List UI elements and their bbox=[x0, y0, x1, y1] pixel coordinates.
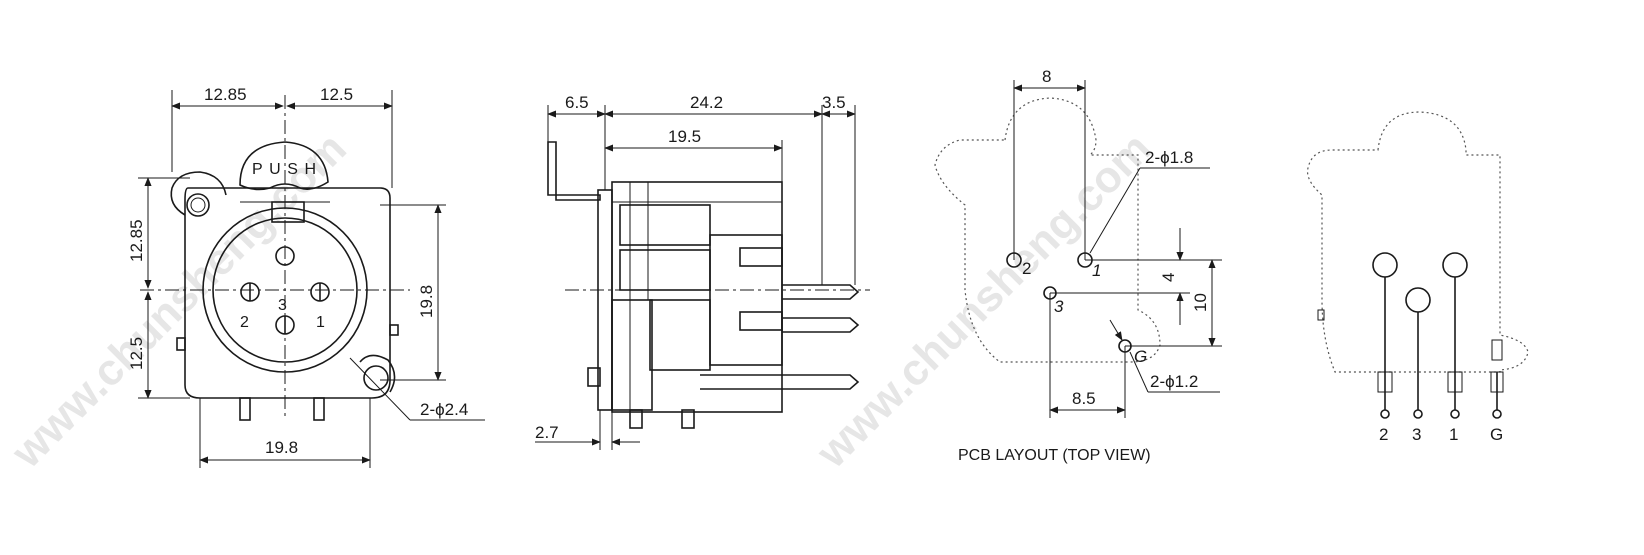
dim-pcb-hole-small: 2-ϕ1.2 bbox=[1150, 372, 1198, 391]
watermarks: www.chunsheng.com www.chunsheng.com bbox=[2, 124, 1161, 478]
rear-pad-2 bbox=[1372, 252, 1398, 278]
dim-pcb-hole-large: 2-ϕ1.8 bbox=[1145, 148, 1193, 167]
rear-outline bbox=[1306, 111, 1529, 373]
side-leg-left bbox=[629, 409, 643, 429]
dim-pcb-10: 10 bbox=[1191, 293, 1210, 312]
dim-front-left-upper: 12.85 bbox=[127, 219, 146, 262]
front-pin-2: 2 bbox=[240, 314, 249, 331]
pcb-pin-2: 2 bbox=[1022, 259, 1031, 278]
pcb-caption: PCB LAYOUT (TOP VIEW) bbox=[958, 447, 1151, 464]
dim-side-24-2: 24.2 bbox=[690, 93, 723, 112]
rear-view: 2 3 1 G bbox=[1306, 111, 1529, 444]
side-leg-right bbox=[681, 409, 695, 429]
dim-side-3-5: 3.5 bbox=[822, 93, 846, 112]
bottom-pin-left bbox=[239, 397, 251, 421]
rear-pad-1 bbox=[1442, 252, 1468, 278]
push-tab bbox=[239, 141, 329, 191]
dim-side-19-5: 19.5 bbox=[668, 127, 701, 146]
dim-pcb-8-5: 8.5 bbox=[1072, 389, 1096, 408]
rear-pin-upper bbox=[782, 284, 860, 300]
pcb-pin-1: 1 bbox=[1092, 261, 1101, 280]
rear-pad-3 bbox=[1405, 287, 1431, 313]
rear-pin-g: G bbox=[1490, 425, 1503, 444]
bottom-pin-right bbox=[313, 397, 325, 421]
rear-block bbox=[709, 234, 783, 366]
main-body bbox=[611, 181, 783, 413]
dim-front-bottom: 19.8 bbox=[265, 438, 298, 457]
front-pin-1: 1 bbox=[316, 314, 325, 331]
pcb-outline bbox=[934, 97, 1161, 363]
dim-front-left-lower: 12.5 bbox=[127, 337, 146, 370]
rear-pin-2: 2 bbox=[1379, 425, 1388, 444]
dim-pcb-8: 8 bbox=[1042, 67, 1051, 86]
dim-front-top-left: 12.85 bbox=[204, 85, 247, 104]
rear-pin-1: 1 bbox=[1449, 425, 1458, 444]
front-view: PUSH 3 2 1 12.85 12.5 bbox=[127, 85, 485, 468]
upper-ear bbox=[170, 171, 227, 216]
side-view: 6.5 24.2 3.5 19.5 2.7 bbox=[535, 93, 870, 450]
front-housing bbox=[184, 187, 391, 399]
inner-ring bbox=[212, 217, 358, 363]
pcb-view: 2 1 3 G 8 8.5 4 10 2-ϕ1.8 2-ϕ1.2 PCB LAY… bbox=[934, 67, 1222, 464]
rear-pin-3: 3 bbox=[1412, 425, 1421, 444]
watermark-pcb: www.chunsheng.com bbox=[807, 124, 1161, 478]
front-pin-3: 3 bbox=[278, 297, 287, 314]
dim-side-2-7: 2.7 bbox=[535, 423, 559, 442]
pcb-pin-3: 3 bbox=[1054, 297, 1064, 316]
watermark-front: www.chunsheng.com bbox=[2, 124, 356, 478]
rear-pin-middle bbox=[782, 317, 860, 333]
panel-bracket bbox=[547, 141, 601, 201]
dim-pcb-4: 4 bbox=[1159, 273, 1178, 282]
dim-front-hole: 2-ϕ2.4 bbox=[420, 400, 468, 419]
lower-mount-hole bbox=[363, 365, 389, 391]
dim-front-right: 19.8 bbox=[417, 285, 436, 318]
rear-pin-lower bbox=[700, 374, 860, 390]
dim-front-top-right: 12.5 bbox=[320, 85, 353, 104]
dim-side-6-5: 6.5 bbox=[565, 93, 589, 112]
upper-mount-hole bbox=[186, 193, 210, 217]
pcb-pin-g: G bbox=[1134, 347, 1147, 366]
